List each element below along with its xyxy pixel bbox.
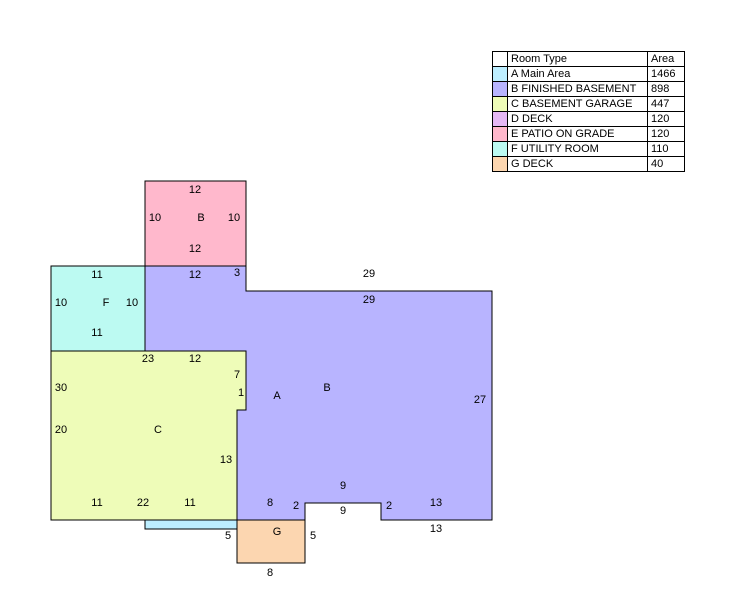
legend-swatch (492, 81, 508, 97)
legend-swatch (492, 96, 508, 112)
legend-swatch (492, 156, 508, 172)
dimension-label: 12 (189, 184, 201, 196)
room-basement-garage (50, 350, 247, 521)
legend-swatch (492, 141, 508, 157)
dimension-label: 7 (234, 369, 240, 381)
legend-row: B FINISHED BASEMENT 898 (492, 81, 685, 97)
dimension-label: 11 (91, 269, 102, 281)
room-main-area-strip (144, 519, 238, 530)
dimension-label: 10 (55, 297, 67, 309)
legend-area: 110 (647, 141, 685, 157)
legend-room-type: G DECK (507, 156, 648, 172)
legend-room-type: B FINISHED BASEMENT (507, 81, 648, 97)
dimension-label: 8 (267, 567, 273, 579)
dimension-label: 10 (228, 212, 240, 224)
legend-area-header: Area (647, 51, 685, 67)
room-legend-table: Room Type Area A Main Area 1466 B FINISH… (492, 51, 685, 172)
legend-area: 1466 (647, 66, 685, 82)
room-label-garage: C (154, 424, 162, 436)
legend-swatch-header (492, 51, 508, 67)
dimension-label: 11 (184, 497, 195, 509)
dimension-label: 12 (189, 353, 201, 365)
legend-row: D DECK 120 (492, 111, 685, 127)
dimension-label: 10 (126, 297, 138, 309)
dimension-label: 5 (310, 530, 316, 542)
legend-room-type: C BASEMENT GARAGE (507, 96, 648, 112)
room-deck-g (236, 519, 306, 564)
dimension-label: 8 (267, 497, 273, 509)
legend-room-type-header: Room Type (507, 51, 648, 67)
dimension-label: 1 (238, 387, 244, 399)
room-label-deck: G (273, 526, 282, 538)
legend-room-type: A Main Area (507, 66, 648, 82)
dimension-label: 13 (220, 454, 232, 466)
legend-room-type: F UTILITY ROOM (507, 141, 648, 157)
legend-area: 898 (647, 81, 685, 97)
dimension-label: 2 (386, 500, 392, 512)
dimension-label: 23 (142, 353, 154, 365)
legend-row: C BASEMENT GARAGE 447 (492, 96, 685, 112)
legend-row: E PATIO ON GRADE 120 (492, 126, 685, 142)
dimension-label: 13 (430, 497, 442, 509)
dimension-label: 30 (55, 382, 67, 394)
legend-swatch (492, 111, 508, 127)
dimension-label: 27 (474, 394, 486, 406)
dimension-label: 2 (293, 500, 299, 512)
dimension-label: 29 (363, 268, 375, 280)
dimension-label: 10 (149, 212, 161, 224)
dimension-label: 3 (234, 267, 240, 279)
dimension-label: 13 (430, 523, 442, 535)
room-patio-on-grade (144, 180, 247, 267)
legend-swatch (492, 126, 508, 142)
room-label-patio: B (197, 212, 204, 224)
dimension-label: 12 (189, 269, 201, 281)
dimension-label: 20 (55, 424, 67, 436)
dimension-label: 22 (137, 497, 149, 509)
room-label-main: A (273, 390, 281, 402)
legend-area: 120 (647, 111, 685, 127)
legend-swatch (492, 66, 508, 82)
dimension-label: 11 (91, 327, 102, 339)
dimension-label: 9 (340, 505, 346, 517)
legend-area: 120 (647, 126, 685, 142)
legend-area: 447 (647, 96, 685, 112)
dimension-label: 5 (225, 530, 231, 542)
legend-room-type: D DECK (507, 111, 648, 127)
legend-row: G DECK 40 (492, 156, 685, 172)
legend-row: F UTILITY ROOM 110 (492, 141, 685, 157)
legend-room-type: E PATIO ON GRADE (507, 126, 648, 142)
legend-area: 40 (647, 156, 685, 172)
room-label-utility: F (103, 297, 110, 309)
dimension-label: 12 (189, 243, 201, 255)
legend-row: A Main Area 1466 (492, 66, 685, 82)
legend-header-row: Room Type Area (492, 51, 685, 67)
dimension-label: 29 (363, 294, 375, 306)
dimension-label: 9 (340, 480, 346, 492)
room-label-basement: B (323, 382, 330, 394)
dimension-label: 11 (91, 497, 102, 509)
